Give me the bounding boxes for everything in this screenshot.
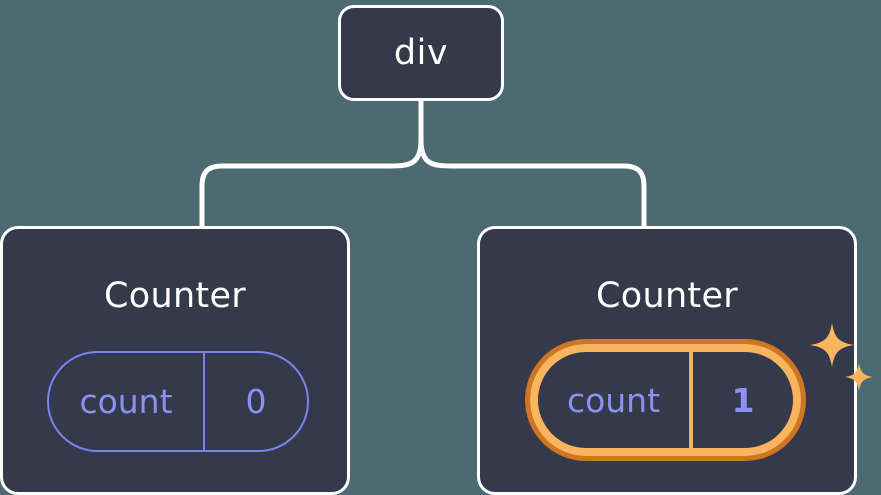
state-pill-left-key: count [49, 353, 205, 450]
node-counter-left-title: Counter [104, 276, 246, 316]
connector-to-right-child [418, 137, 647, 231]
state-pill-left[interactable]: count 0 [47, 351, 309, 452]
node-div-label: div [393, 32, 449, 73]
state-pill-left-value: 0 [245, 382, 267, 421]
state-pill-right-value: 1 [731, 380, 755, 420]
sparkle-icon [810, 323, 873, 391]
node-div[interactable]: div [338, 5, 504, 101]
node-counter-right[interactable]: Counter count 1 [477, 226, 873, 495]
connector-to-left-child [199, 137, 424, 231]
sparkle-large-icon [810, 323, 854, 367]
state-pill-right-key: count [538, 352, 693, 448]
sparkle-small-icon [845, 363, 873, 391]
node-counter-left[interactable]: Counter count 0 [0, 226, 350, 495]
state-pill-right[interactable]: count 1 [525, 339, 806, 461]
node-counter-right-title: Counter [596, 276, 738, 316]
state-pill-right-ring: count 1 [530, 344, 801, 456]
